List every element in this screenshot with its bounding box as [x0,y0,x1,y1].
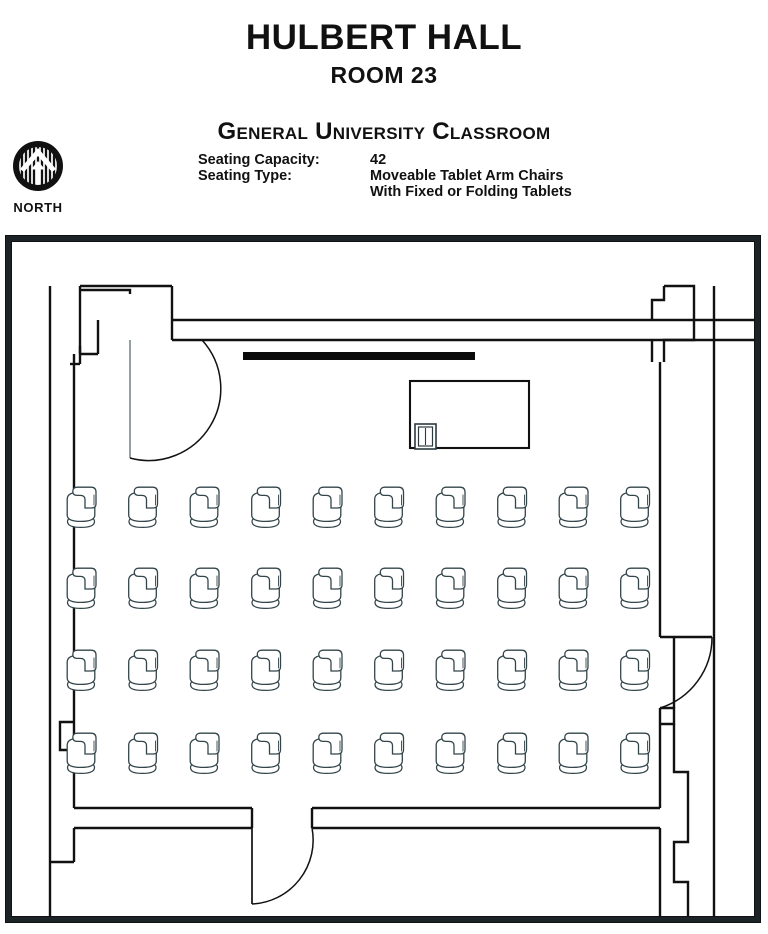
chair-seat [497,486,528,529]
chair-seat [620,649,651,692]
door-top-left [129,339,222,462]
whiteboard [243,352,475,360]
chair-seat [128,567,159,610]
chair-seat [497,732,528,775]
chair-seat [620,567,651,610]
spec-row-seating-type: Seating Type: Moveable Tablet Arm Chairs… [198,168,572,200]
chair-seat [66,732,97,775]
page-title: HULBERT HALL [245,18,523,57]
chair-seat [189,732,220,775]
seating-row-4 [66,732,651,775]
chair-seat [66,486,97,529]
header-block: HULBERT HALL ROOM 23 General University … [0,0,768,228]
seating-row-3 [66,649,651,692]
chair-seat [558,486,589,529]
chair-seat [312,567,343,610]
floorplan-canvas [11,241,755,917]
north-indicator: NORTH [7,139,69,215]
chair-seat [620,732,651,775]
chair-seat [189,567,220,610]
door-right [659,636,713,709]
chair-seat [66,649,97,692]
chair-seat [374,567,405,610]
chair-seat [374,486,405,529]
room-spec-list: Seating Capacity: 42 Seating Type: Movea… [198,152,572,200]
seating-area [66,486,651,775]
door-bottom [251,827,314,905]
chair-seat [374,732,405,775]
north-label: NORTH [13,200,63,215]
north-compass-icon [11,141,65,197]
spec-value-seating-type: Moveable Tablet Arm Chairs With Fixed or… [370,168,572,200]
chair-seat [189,486,220,529]
chair-seat [189,649,220,692]
chair-seat [435,649,466,692]
chair-seat [312,732,343,775]
chair-seat [128,486,159,529]
chair-seat [251,567,282,610]
floorplan-frame [6,236,760,922]
chair-seat [558,649,589,692]
door-group [129,339,713,905]
chair-seat [435,732,466,775]
spec-label-seating-capacity: Seating Capacity: [198,152,320,168]
floorplan-drawing [48,284,754,916]
spec-value-seating-capacity: 42 [370,152,387,168]
chair-seat [497,649,528,692]
spec-label-seating-type: Seating Type: [198,168,292,184]
room-classification: General University Classroom [217,118,551,145]
chair-seat [66,567,97,610]
instructor-chair [414,423,437,450]
chair-seat [128,649,159,692]
chair-seat [558,732,589,775]
room-subtitle: ROOM 23 [330,62,438,88]
chair-seat [620,486,651,529]
chair-seat [251,732,282,775]
chair-seat [312,486,343,529]
chair-seat [497,567,528,610]
seating-row-1 [66,486,651,529]
seating-row-2 [66,567,651,610]
chair-seat [435,486,466,529]
spec-row-seating-capacity: Seating Capacity: 42 [198,152,572,168]
chair-seat [128,732,159,775]
chair-seat [251,486,282,529]
chair-seat [251,649,282,692]
chair-seat [558,567,589,610]
chair-seat [435,567,466,610]
chair-seat [312,649,343,692]
chair-seat [374,649,405,692]
